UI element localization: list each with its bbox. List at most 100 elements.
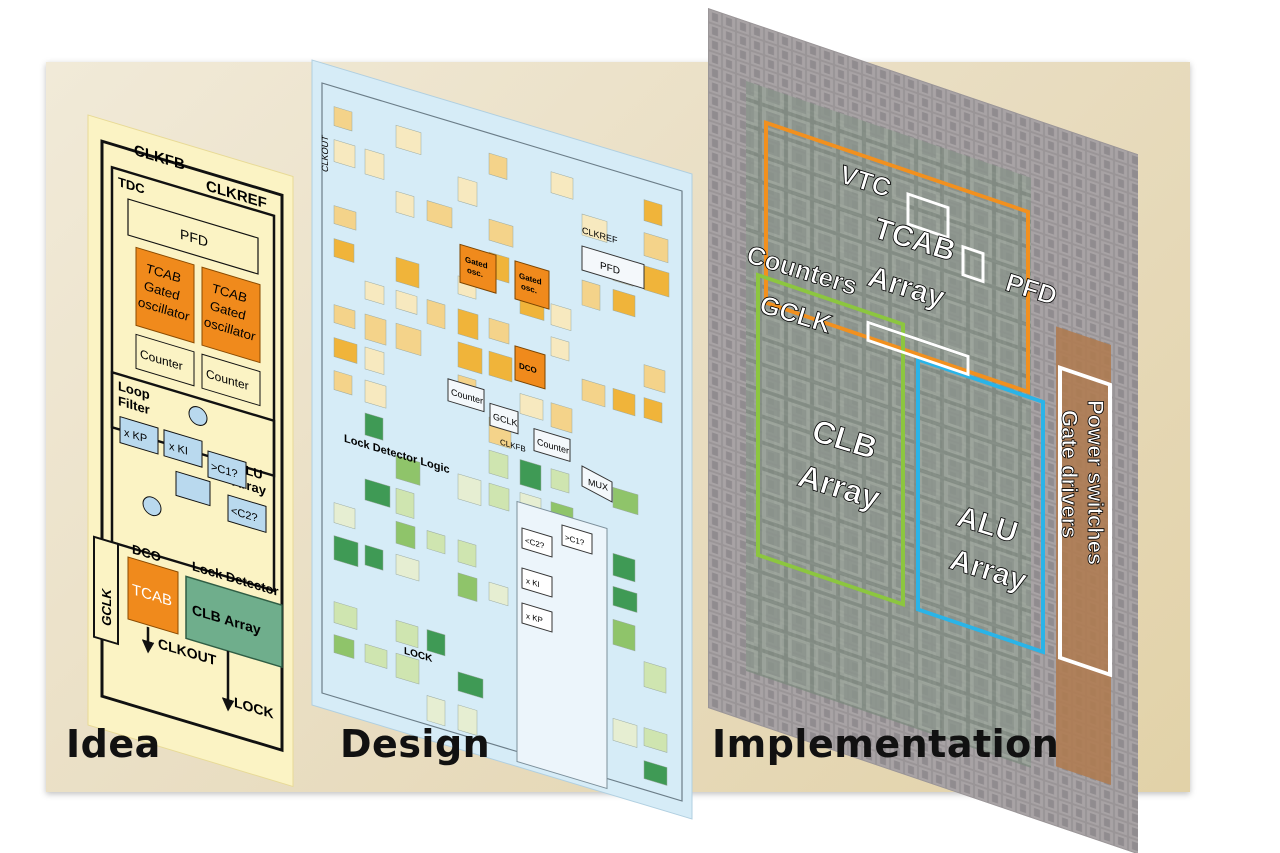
design-cell xyxy=(612,288,636,318)
design-cell xyxy=(457,176,478,207)
design-cell xyxy=(612,486,639,516)
design-cell xyxy=(333,601,358,630)
design-cell xyxy=(488,317,510,345)
idea-gclk-label: GCLK xyxy=(99,586,114,628)
design-cell xyxy=(581,378,606,408)
idea-gclk-box xyxy=(93,535,119,646)
design-cell xyxy=(519,393,544,421)
design-cell xyxy=(395,454,421,486)
design-cell xyxy=(643,760,668,786)
design-cell xyxy=(550,303,572,332)
pfd-box xyxy=(961,244,985,284)
design-cell xyxy=(364,379,387,409)
design-cell xyxy=(426,299,446,330)
design-cell xyxy=(364,544,384,571)
design-cell xyxy=(364,346,385,375)
design-cell xyxy=(612,717,638,748)
loop-filter-box xyxy=(110,370,276,593)
alu-array-outline xyxy=(916,356,1045,655)
design-cell xyxy=(643,364,666,394)
design-cell xyxy=(364,412,384,441)
caption-implementation: Implementation xyxy=(712,722,1060,766)
design-cell xyxy=(395,553,420,582)
die-core xyxy=(746,80,1031,768)
design-cell xyxy=(612,387,636,417)
design-cell xyxy=(364,280,385,305)
design-cell xyxy=(333,502,356,530)
design-gated-osc-2 xyxy=(514,260,550,310)
design-cell xyxy=(457,704,478,736)
design-gated-osc-1 xyxy=(459,243,497,294)
design-clk-out-label: CLKOUT xyxy=(320,134,330,174)
design-cell xyxy=(333,535,359,568)
design-cell xyxy=(457,572,478,602)
design-cell xyxy=(395,256,420,289)
caption-design: Design xyxy=(340,722,491,766)
design-cell xyxy=(643,727,668,753)
design-cell xyxy=(333,634,355,659)
gate-drivers-label: Gate drivers xyxy=(1057,410,1082,538)
tcab-gated-osc-2 xyxy=(201,266,261,364)
design-cell xyxy=(612,585,638,613)
design-cell xyxy=(364,643,388,669)
design-cell xyxy=(395,652,420,685)
design-cell xyxy=(550,171,574,200)
idea-pfd-box xyxy=(127,198,259,275)
sum-node-2 xyxy=(142,496,162,517)
design-cell xyxy=(612,552,636,583)
idea-lt-c2-box xyxy=(227,494,267,534)
design-lt-c2-box xyxy=(521,527,553,558)
design-cell xyxy=(488,218,514,248)
design-cell xyxy=(333,370,353,396)
design-cell xyxy=(395,124,422,156)
design-cell xyxy=(364,148,385,180)
design-cell xyxy=(581,279,601,311)
design-cell xyxy=(550,402,573,434)
design-cell xyxy=(643,199,663,227)
idea-counter-1 xyxy=(135,333,195,387)
idea-xki-box xyxy=(163,429,203,468)
design-cell xyxy=(333,106,353,132)
design-cell xyxy=(581,213,608,243)
design-cell xyxy=(426,530,446,555)
design-cell xyxy=(488,581,509,607)
design-cell xyxy=(457,539,477,568)
design-cell xyxy=(395,619,419,649)
idea-tcab-box xyxy=(127,556,179,635)
design-cell xyxy=(333,139,356,169)
design-cell xyxy=(395,520,416,550)
vtc-box xyxy=(906,191,950,240)
power-switches-label: Power switches xyxy=(1083,400,1108,565)
design-cell xyxy=(333,337,358,364)
design-cell xyxy=(550,336,570,362)
sum-node-1 xyxy=(188,406,208,426)
design-cell xyxy=(364,478,391,508)
design-cell xyxy=(333,238,355,263)
design-cell xyxy=(426,200,453,229)
design-counter-1 xyxy=(447,378,485,413)
design-cell xyxy=(488,482,510,512)
design-cell xyxy=(643,661,667,694)
design-cell xyxy=(457,671,484,699)
design-cell xyxy=(457,473,482,507)
design-cell xyxy=(550,468,570,494)
design-cell xyxy=(488,350,513,383)
design-cell xyxy=(333,304,356,330)
design-xki-box xyxy=(521,567,553,598)
design-cell xyxy=(426,695,446,727)
tcab-array-outline xyxy=(764,120,1030,395)
idea-outer-loop xyxy=(100,139,284,753)
design-cell xyxy=(395,289,418,315)
design-cell xyxy=(643,397,663,424)
design-dco-box xyxy=(514,345,546,390)
design-pfd-box xyxy=(581,245,645,290)
design-gclk-box xyxy=(489,402,519,435)
gclk-box xyxy=(866,320,970,377)
design-mux-box xyxy=(581,465,613,503)
design-counter-2 xyxy=(533,427,571,463)
clb-array-outline xyxy=(756,272,905,607)
design-xkp-box xyxy=(521,602,553,633)
design-cell xyxy=(612,618,636,652)
